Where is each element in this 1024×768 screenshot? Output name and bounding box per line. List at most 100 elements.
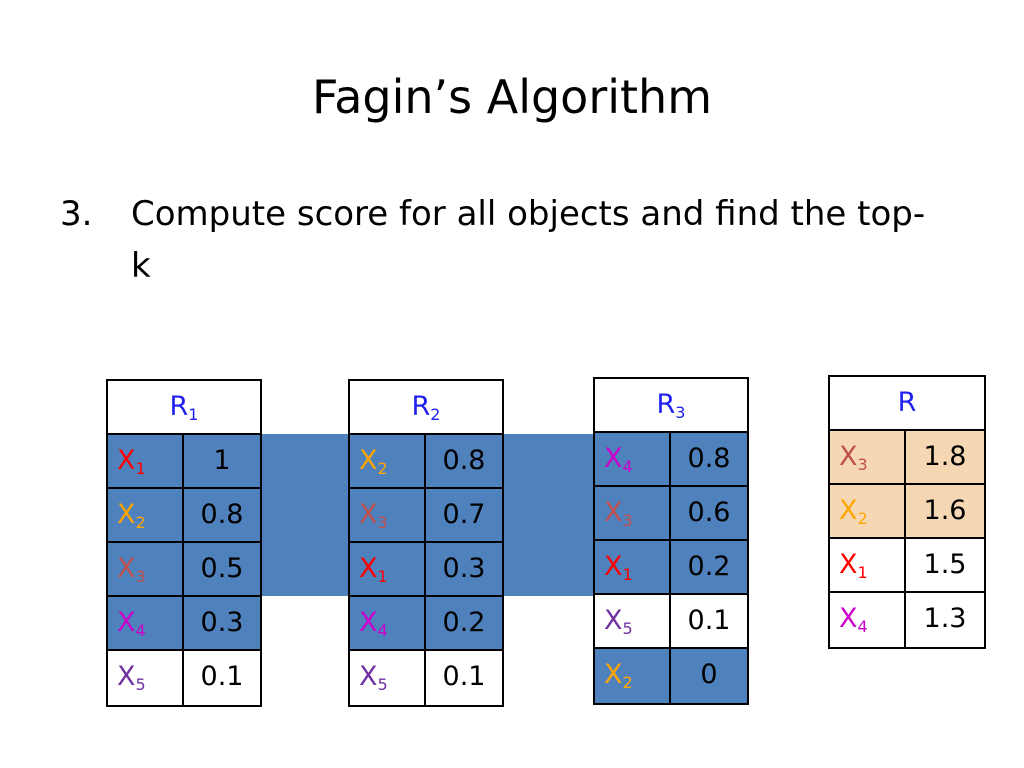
bullet-number: 3.	[60, 194, 93, 234]
object-subscript: 1	[857, 563, 868, 582]
object-cell: X3	[350, 489, 426, 541]
table-row: X2 0.8	[350, 435, 502, 489]
object-subscript: 1	[622, 565, 633, 584]
object-label: X	[839, 441, 858, 472]
object-label: X	[604, 605, 623, 636]
object-subscript: 2	[377, 459, 388, 478]
object-subscript: 4	[135, 621, 146, 640]
object-subscript: 4	[622, 457, 633, 476]
object-subscript: 3	[135, 567, 146, 586]
object-label: X	[359, 607, 378, 638]
object-cell: X4	[350, 597, 426, 649]
table-header-subscript: 2	[430, 405, 441, 424]
object-label: X	[359, 553, 378, 584]
object-label: X	[839, 549, 858, 580]
object-label: X	[839, 495, 858, 526]
score-cell: 0.1	[200, 661, 244, 692]
object-subscript: 1	[377, 567, 388, 586]
object-subscript: 2	[135, 513, 146, 532]
object-cell: X1	[830, 539, 906, 591]
object-label: X	[604, 551, 623, 582]
score-cell: 1	[184, 435, 260, 487]
object-cell: X1	[595, 541, 671, 593]
object-cell: X3	[830, 431, 906, 483]
table-header-letter: R	[169, 391, 189, 422]
score-cell: 0.7	[426, 489, 502, 541]
object-subscript: 3	[857, 455, 868, 474]
object-label: X	[604, 497, 623, 528]
score-cell: 0.1	[687, 605, 731, 636]
score-cell: 0	[671, 649, 747, 703]
score-cell: 0.6	[671, 487, 747, 539]
score-cell: 0.2	[671, 541, 747, 593]
object-subscript: 5	[135, 675, 146, 694]
object-subscript: 2	[622, 673, 633, 692]
object-label: X	[839, 603, 858, 634]
object-cell: X4	[830, 593, 906, 647]
object-label: X	[117, 607, 136, 638]
object-subscript: 3	[377, 513, 388, 532]
table-row: X3 0.6	[595, 487, 747, 541]
table-row: X5 0.1	[350, 651, 502, 705]
object-label: X	[117, 553, 136, 584]
object-cell: X1	[108, 435, 184, 487]
object-label: X	[359, 661, 378, 692]
object-label: X	[117, 499, 136, 530]
object-cell: X2	[830, 485, 906, 537]
object-subscript: 4	[377, 621, 388, 640]
table-header-subscript: 3	[675, 403, 686, 422]
table-header: R1	[108, 381, 260, 435]
object-cell: X5	[595, 595, 671, 647]
object-subscript: 1	[135, 459, 146, 478]
object-label: X	[604, 443, 623, 474]
score-cell: 0.2	[426, 597, 502, 649]
bullet-text: Compute score for all objects and find t…	[131, 194, 926, 286]
object-subscript: 3	[622, 511, 633, 530]
table-row: X4 1.3	[830, 593, 984, 647]
table-header-subscript: 1	[188, 405, 199, 424]
object-subscript: 2	[857, 509, 868, 528]
table-header: R3	[595, 379, 747, 433]
object-label: X	[359, 499, 378, 530]
object-cell: X2	[108, 489, 184, 541]
object-label: X	[117, 445, 136, 476]
table-row: X5 0.1	[595, 595, 747, 649]
table-header: R	[830, 377, 984, 431]
score-cell: 1.5	[923, 549, 967, 580]
object-cell: X4	[108, 597, 184, 649]
table-header-letter: R	[897, 387, 917, 418]
score-cell: 0.5	[184, 543, 260, 595]
object-cell: X1	[350, 543, 426, 595]
object-subscript: 4	[857, 617, 868, 636]
score-cell: 0.8	[671, 433, 747, 485]
table-header-letter: R	[656, 389, 676, 420]
score-cell: 0.8	[184, 489, 260, 541]
object-cell: X3	[108, 543, 184, 595]
object-cell: X4	[595, 433, 671, 485]
score-cell: 0.1	[442, 661, 486, 692]
score-cell: 0.8	[426, 435, 502, 487]
object-cell: X2	[595, 649, 671, 703]
object-label: X	[359, 445, 378, 476]
score-cell: 0.3	[426, 543, 502, 595]
score-cell: 1.3	[923, 603, 967, 634]
slide-title: Fagin’s Algorithm	[311, 70, 713, 124]
object-cell: X5	[350, 651, 426, 705]
table-row: X1 1.5	[830, 539, 984, 593]
score-cell: 1.8	[906, 431, 984, 483]
table-header-letter: R	[411, 391, 431, 422]
